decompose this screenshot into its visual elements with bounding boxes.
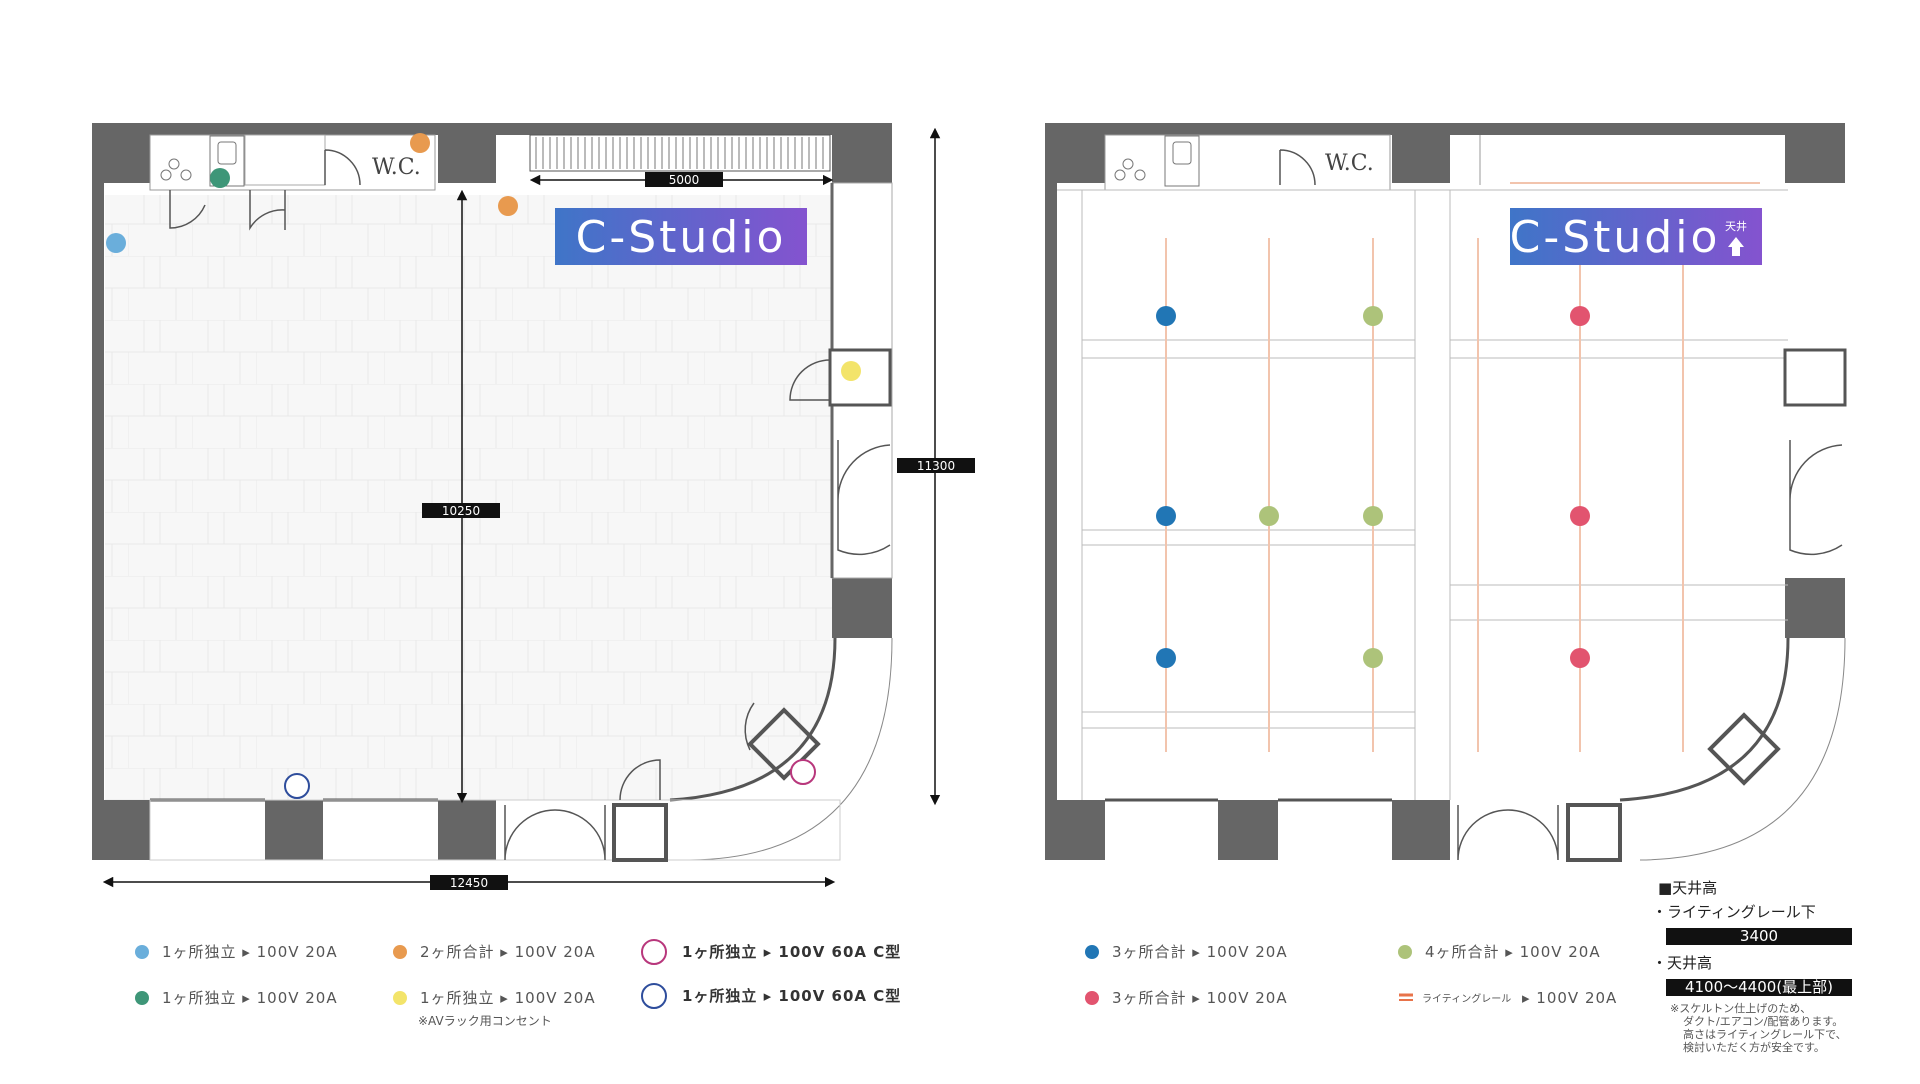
ceiling-note-line: 高さはライティングレール下で、 <box>1683 1027 1847 1041</box>
pillar <box>1218 800 1278 860</box>
pillar <box>438 800 496 860</box>
pillar <box>1785 578 1845 638</box>
legend-right: 3ヶ所合計 ▸ 100V 20A 4ヶ所合計 ▸ 100V 20A 3ヶ所合計 … <box>1085 943 1617 1007</box>
entry-closet <box>612 803 668 862</box>
legend-item: 1ヶ所独立 ▸ 100V 20A <box>420 989 596 1007</box>
legend-item: ▸ 100V 20A <box>1522 989 1617 1007</box>
ceiling-item2-label: ・天井高 <box>1652 954 1712 972</box>
dim-label-bottom-width: 12450 <box>450 876 488 890</box>
legend-item: 3ヶ所合計 ▸ 100V 20A <box>1112 943 1288 961</box>
legend-item: 4ヶ所合計 ▸ 100V 20A <box>1425 943 1601 961</box>
ceiling-note-line: ※スケルトン仕上げのため、 <box>1670 1002 1811 1015</box>
outlet-ring-navy <box>284 773 310 799</box>
legend-note: ※AVラック用コンセント <box>418 1014 552 1028</box>
studio-logo-text: C-Studio <box>576 212 787 263</box>
entrance-door <box>504 805 606 861</box>
outlet-light-blue <box>106 233 126 253</box>
dot-yellow-icon <box>393 991 407 1005</box>
pillar <box>832 578 892 638</box>
pillar <box>1045 800 1105 860</box>
legend-item: 1ヶ所独立 ▸ 100V 20A <box>162 989 338 1007</box>
left-floor-plan: W.C. 5000 10250 11300 <box>92 123 975 890</box>
pillar <box>438 123 496 183</box>
pillar <box>265 800 323 860</box>
dot-pink-icon <box>1085 991 1099 1005</box>
outlet-orange <box>410 133 430 153</box>
legend-item: 1ヶ所独立 ▸ 100V 60A C型 <box>682 987 901 1005</box>
arrow-up-icon <box>1728 237 1744 256</box>
pillar <box>1392 800 1450 860</box>
left-wall <box>92 123 104 860</box>
dim-label-outer-height: 11300 <box>917 459 955 473</box>
sink <box>160 169 172 181</box>
ring-navy-icon <box>641 983 667 1009</box>
door-swing <box>249 190 286 231</box>
outlet-olive <box>1363 648 1383 668</box>
legend-item: 1ヶ所独立 ▸ 100V 20A <box>162 943 338 961</box>
door-swing <box>169 190 206 229</box>
staircase <box>529 134 831 172</box>
outlet-orange <box>498 196 518 216</box>
outlet-yellow <box>841 361 861 381</box>
curved-facade <box>689 637 893 861</box>
outlet-blue <box>1156 306 1176 326</box>
door-closet <box>828 348 892 407</box>
studio-logo <box>555 208 807 265</box>
legend-item: 3ヶ所合計 ▸ 100V 20A <box>1112 989 1288 1007</box>
pillar <box>1785 123 1845 183</box>
right-floor-plan: W.C. <box>1045 123 1847 862</box>
dot-teal-icon <box>135 991 149 1005</box>
dim-label-inner-height: 10250 <box>442 504 480 518</box>
outlet-olive <box>1259 506 1279 526</box>
door-swing <box>324 149 361 186</box>
outlet-pink <box>1570 506 1590 526</box>
ceiling-info: ■天井高 ・ライティングレール下 3400 ・天井高 4100〜4400(最上部… <box>1652 879 1852 1054</box>
legend-rail-prefix: ライティングレール <box>1422 992 1511 1005</box>
studio-logo-right <box>1510 208 1762 265</box>
floor-tiles <box>105 195 835 800</box>
pillar <box>92 800 150 860</box>
outlet-olive <box>1363 306 1383 326</box>
outlet-teal <box>210 168 230 188</box>
ceiling-heading: ■天井高 <box>1658 879 1717 897</box>
corner-pillar <box>92 123 150 183</box>
curved-wall <box>669 637 837 802</box>
ring-magenta-icon <box>641 939 667 965</box>
ceiling-badge: 天井 <box>1725 219 1747 233</box>
dim-label-top: 5000 <box>669 173 700 187</box>
dot-light-blue-icon <box>135 945 149 959</box>
outlet-olive <box>1363 506 1383 526</box>
dot-olive-icon <box>1398 945 1412 959</box>
studio-logo-text-right: C-Studio <box>1510 212 1721 263</box>
outlet-pink <box>1570 648 1590 668</box>
pillar <box>832 123 892 183</box>
ceiling-note-line: 検討いただく方が安全です。 <box>1683 1040 1825 1054</box>
dot-blue-icon <box>1085 945 1099 959</box>
ceiling-beams <box>1082 339 1840 729</box>
outlet-pink <box>1570 306 1590 326</box>
ceiling-item1-label: ・ライティングレール下 <box>1652 903 1816 921</box>
outlet-blue <box>1156 506 1176 526</box>
ceiling-item1-value: 3400 <box>1740 927 1778 945</box>
ceiling-item2-value: 4100〜4400(最上部) <box>1685 978 1833 996</box>
curved-wall <box>1619 637 1790 802</box>
ceiling-note-line: ダクト/エアコン/配管あります。 <box>1683 1014 1843 1028</box>
legend-left: 1ヶ所独立 ▸ 100V 20A 2ヶ所合計 ▸ 100V 20A 1ヶ所独立 … <box>135 939 901 1028</box>
corner-pillar <box>1045 123 1105 183</box>
dot-orange-icon <box>393 945 407 959</box>
legend-item: 2ヶ所合計 ▸ 100V 20A <box>420 943 596 961</box>
double-door <box>837 440 891 556</box>
wc-label: W.C. <box>372 155 421 180</box>
pillar <box>1392 123 1450 183</box>
legend-item: 1ヶ所独立 ▸ 100V 60A C型 <box>682 943 901 961</box>
wc-label-right: W.C. <box>1325 151 1374 176</box>
outlet-ring-magenta <box>790 759 816 785</box>
outlet-blue <box>1156 648 1176 668</box>
